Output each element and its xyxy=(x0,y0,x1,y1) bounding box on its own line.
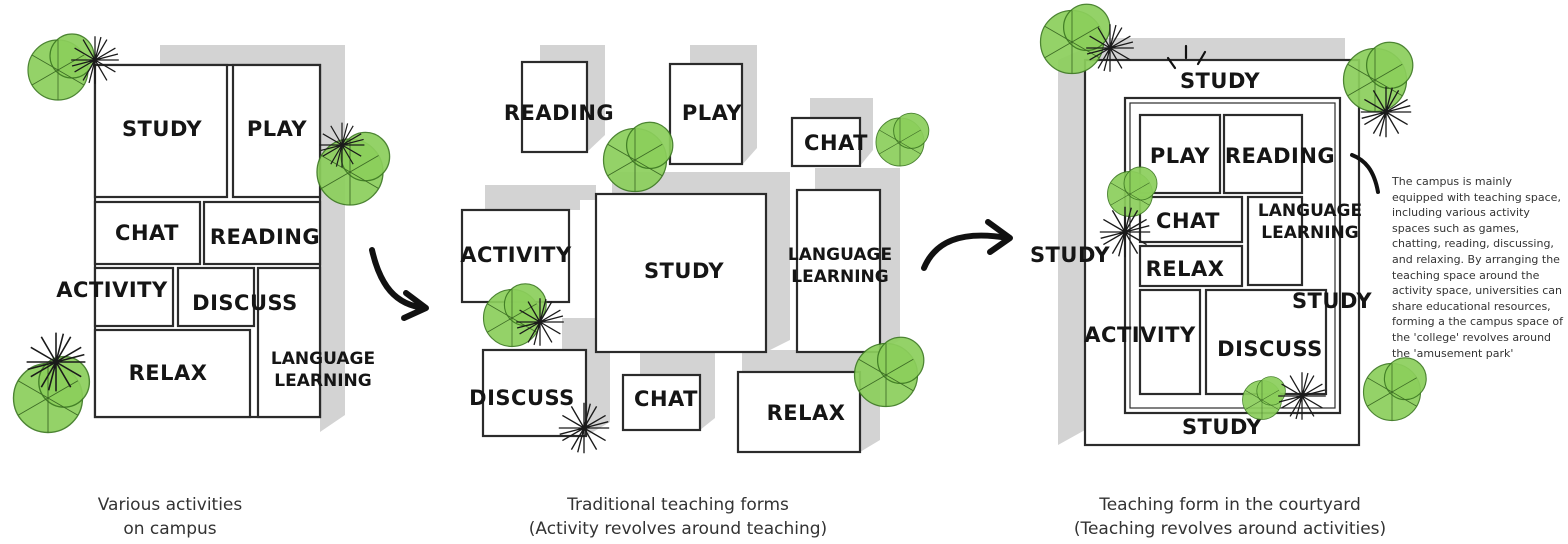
description-text: The campus is mainly equipped with teach… xyxy=(1392,175,1563,360)
p3-discuss-room xyxy=(1204,288,1328,396)
caption-panel3-line1: Teaching form in the courtyard xyxy=(1099,495,1361,515)
p1-study-label: STUDY xyxy=(122,117,202,141)
p1-chat-room xyxy=(93,200,202,266)
p1-reading-label: READING xyxy=(210,225,320,249)
p2-chat-top-label: CHAT xyxy=(804,131,868,155)
p3-language-label-2: LEARNING xyxy=(1261,223,1358,243)
p1-language-label-2: LEARNING xyxy=(274,371,371,391)
p1-play-label: PLAY xyxy=(247,117,308,141)
p1-reading-room xyxy=(202,200,322,266)
p3-activity-room xyxy=(1138,288,1202,396)
p3-reading-room xyxy=(1222,113,1304,195)
p3-chat-room xyxy=(1138,195,1244,244)
p1-play-room xyxy=(231,63,322,199)
caption-panel1-line1: Various activities xyxy=(97,495,243,515)
panel-traditional-teaching: READING PLAY CHAT ACTIVITY STUDY LANGUAG… xyxy=(460,45,930,454)
p1-activity-room xyxy=(93,266,175,328)
p1-chat-label: CHAT xyxy=(115,221,179,245)
p1-relax-room xyxy=(93,328,252,419)
caption-panel1-line2: on campus xyxy=(123,519,217,539)
caption-panel3: Teaching form in the courtyard (Teaching… xyxy=(1040,493,1420,541)
panel1-shadow xyxy=(160,45,345,432)
p3-study-top-label: STUDY xyxy=(1180,69,1260,93)
caption-panel2-line1: Traditional teaching forms xyxy=(567,495,789,515)
p3-activity-label: ACTIVITY xyxy=(1084,323,1196,347)
caption-panel1: Various activities on campus xyxy=(40,493,300,541)
panel-campus-activities: STUDY PLAY CHAT READING ACTIVITY DISCUSS… xyxy=(12,33,391,434)
arrow-icon xyxy=(921,232,1011,271)
arrowhead-icon xyxy=(985,219,1013,255)
p2-language-room xyxy=(795,188,882,354)
p1-discuss-room xyxy=(176,266,256,328)
p2-chat-bottom-label: CHAT xyxy=(634,387,698,411)
p2-chat-room-bottom xyxy=(621,373,702,432)
p1-language-room xyxy=(256,266,322,419)
p2-relax-room xyxy=(736,370,862,454)
p3-study-left-label: STUDY xyxy=(1030,243,1110,267)
p1-language-label-1: LANGUAGE xyxy=(271,349,375,369)
p3-reading-label: READING xyxy=(1225,144,1335,168)
p1-activity-label: ACTIVITY xyxy=(56,278,168,302)
p3-play-label: PLAY xyxy=(1150,144,1211,168)
arrowhead-icon xyxy=(401,290,429,321)
p3-study-right-label: STUDY xyxy=(1292,289,1372,313)
p2-play-label: PLAY xyxy=(682,101,743,125)
p3-play-room xyxy=(1138,113,1222,195)
p2-play-room xyxy=(668,62,744,166)
p2-relax-label: RELAX xyxy=(767,401,846,425)
p1-relax-label: RELAX xyxy=(129,361,208,385)
p3-language-label-1: LANGUAGE xyxy=(1258,201,1362,221)
p2-language-label-1: LANGUAGE xyxy=(788,245,892,265)
caption-panel2: Traditional teaching forms (Activity rev… xyxy=(498,493,858,541)
p2-study-room xyxy=(594,192,768,354)
p3-relax-room xyxy=(1138,244,1244,288)
arrow-icon xyxy=(369,247,428,311)
p3-chat-label: CHAT xyxy=(1156,209,1220,233)
p2-activity-label: ACTIVITY xyxy=(460,243,572,267)
p3-language-room xyxy=(1246,195,1304,287)
p2-language-label-2: LEARNING xyxy=(791,267,888,287)
p2-chat-room-top xyxy=(790,116,862,168)
p3-relax-label: RELAX xyxy=(1146,257,1225,281)
p3-study-bottom-label: STUDY xyxy=(1182,415,1262,439)
p2-study-label: STUDY xyxy=(644,259,724,283)
panel-courtyard-teaching: STUDY STUDY STUDY STUDY PLAY READING CHA… xyxy=(1030,3,1427,447)
caption-panel2-line2: (Activity revolves around teaching) xyxy=(528,519,828,539)
p2-discuss-room xyxy=(481,348,588,438)
p2-discuss-label: DISCUSS xyxy=(469,386,575,410)
p2-reading-room xyxy=(520,60,589,154)
p1-discuss-label: DISCUSS xyxy=(192,291,298,315)
p3-discuss-label: DISCUSS xyxy=(1217,337,1323,361)
caption-panel3-line2: (Teaching revolves around activities) xyxy=(1073,519,1387,539)
accent-marks-icon xyxy=(1166,44,1207,70)
p1-study-room xyxy=(93,63,229,199)
p2-reading-label: READING xyxy=(504,101,614,125)
pointer-stroke-icon xyxy=(1350,153,1380,194)
